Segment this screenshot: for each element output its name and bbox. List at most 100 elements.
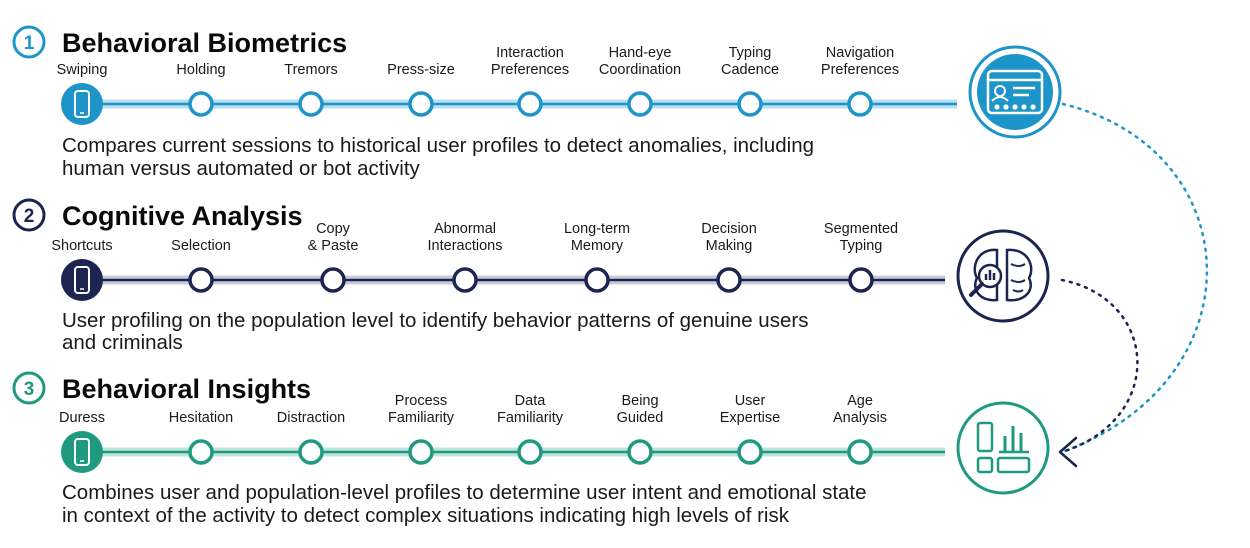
node-label: Interactions — [428, 238, 503, 254]
timeline-node: Tremors — [284, 62, 338, 117]
node-marker — [320, 267, 346, 293]
dashboard-chart-icon — [956, 401, 1050, 495]
node-label: Being — [621, 393, 658, 409]
node-label: Coordination — [599, 62, 681, 78]
node-label: Shortcuts — [51, 238, 112, 254]
node-label: Familiarity — [388, 410, 455, 426]
section-number-badge — [12, 25, 46, 59]
node-label: & Paste — [308, 238, 359, 254]
phone-icon — [74, 90, 90, 118]
node-label: Decision — [701, 221, 757, 237]
section-description: Compares current sessions to historical … — [62, 134, 814, 157]
node-label: Expertise — [720, 410, 780, 426]
node-marker — [408, 91, 434, 117]
node-marker — [188, 91, 214, 117]
node-label: Long-term — [564, 221, 630, 237]
node-label: Hesitation — [169, 410, 233, 426]
node-marker — [517, 439, 543, 465]
node-label: Abnormal — [434, 221, 496, 237]
section-number: 2 — [24, 206, 35, 227]
node-label: Copy — [316, 221, 351, 237]
node-label: Holding — [176, 62, 225, 78]
node-label: Duress — [59, 410, 105, 426]
timeline-node: Press-size — [387, 62, 455, 117]
section-number: 1 — [24, 33, 35, 54]
node-label: Data — [515, 393, 547, 409]
node-marker — [716, 267, 742, 293]
start-node — [61, 259, 103, 301]
start-node — [61, 431, 103, 473]
section-description: and criminals — [62, 331, 183, 354]
node-marker — [298, 91, 324, 117]
node-label: Press-size — [387, 62, 455, 78]
node-label: Distraction — [277, 410, 346, 426]
timeline-node: Hesitation — [169, 410, 233, 465]
node-label: Cadence — [721, 62, 779, 78]
node-label: Preferences — [821, 62, 899, 78]
brain-analysis-icon — [956, 229, 1050, 323]
node-label: Preferences — [491, 62, 569, 78]
timeline-node: Copy& Paste — [308, 221, 359, 293]
node-label: Selection — [171, 238, 231, 254]
section-title: Cognitive Analysis — [62, 201, 303, 231]
section-number-badge — [12, 198, 46, 232]
node-label: Typing — [729, 45, 772, 61]
timeline-node: Distraction — [277, 410, 346, 465]
phone-icon — [74, 438, 90, 466]
start-node — [61, 83, 103, 125]
node-marker — [517, 91, 543, 117]
node-label: Segmented — [824, 221, 898, 237]
node-label: Hand-eye — [609, 45, 672, 61]
node-marker — [584, 267, 610, 293]
node-marker — [408, 439, 434, 465]
timeline-node: Duress — [59, 410, 105, 473]
node-marker — [188, 439, 214, 465]
section-description: Combines user and population-level profi… — [62, 481, 867, 504]
user-profile-browser-icon — [968, 45, 1062, 139]
node-marker — [452, 267, 478, 293]
node-label: Making — [706, 238, 753, 254]
node-marker — [847, 91, 873, 117]
phone-icon — [74, 266, 90, 294]
node-label: Swiping — [57, 62, 108, 78]
node-label: Navigation — [826, 45, 895, 61]
node-label: Process — [395, 393, 447, 409]
node-label: Analysis — [833, 410, 887, 426]
section-description: User profiling on the population level t… — [62, 309, 808, 332]
section-title: Behavioral Insights — [62, 374, 311, 404]
node-label: Familiarity — [497, 410, 564, 426]
node-marker — [737, 439, 763, 465]
timeline-node: Holding — [176, 62, 226, 117]
node-label: Tremors — [284, 62, 337, 78]
node-marker — [627, 439, 653, 465]
node-marker — [848, 267, 874, 293]
node-marker — [847, 439, 873, 465]
node-label: Guided — [617, 410, 664, 426]
timeline-node: Shortcuts — [51, 238, 113, 301]
section-number-badge — [12, 371, 46, 405]
section-description: in context of the activity to detect com… — [62, 504, 790, 527]
section-number: 3 — [24, 379, 35, 400]
connector-biometrics-to-insights — [1060, 102, 1209, 454]
node-marker — [627, 91, 653, 117]
section-description: human versus automated or bot activity — [62, 157, 421, 180]
node-label: Age — [847, 393, 873, 409]
node-label: Typing — [840, 238, 883, 254]
connector-cognitive-to-insights — [1060, 278, 1139, 454]
arrowhead-icon — [1058, 436, 1078, 468]
